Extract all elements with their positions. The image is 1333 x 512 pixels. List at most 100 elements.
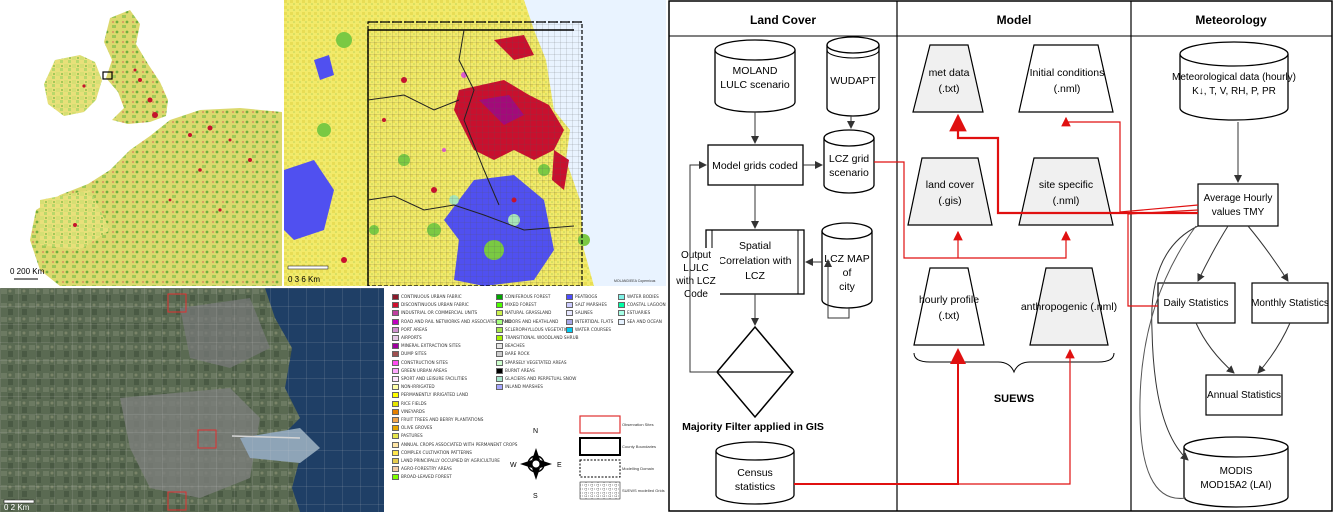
legend-label: PORT AREAS	[401, 326, 428, 332]
svg-text:(.gis): (.gis)	[938, 195, 961, 207]
legend-label: WATER COURSES	[575, 326, 612, 332]
legend-item: PORT AREAS	[392, 326, 428, 333]
legend-label: WATER BODIES	[627, 294, 659, 299]
legend-item: MINERAL EXTRACTION SITES	[392, 343, 461, 350]
legend-item: COMPLEX CULTIVATION PATTERNS	[392, 449, 472, 456]
legend-item: BURNT AREAS	[496, 367, 535, 374]
legend-swatch	[496, 335, 503, 341]
legend-swatch	[566, 310, 573, 317]
legend-swatch	[496, 318, 503, 325]
legend-label: AIRPORTS	[401, 335, 422, 340]
legend-item: SEA AND OCEAN	[618, 318, 662, 325]
legend-swatch	[392, 441, 399, 448]
legend-item: BARE ROCK	[496, 351, 530, 358]
legend-swatch	[496, 376, 503, 382]
compass-e: E	[557, 462, 562, 469]
header-land-cover: Land Cover	[750, 13, 816, 27]
legend-swatch	[392, 458, 399, 464]
anthropogenic-node: anthropogenic (.nml)	[1021, 267, 1117, 346]
legend-label: FRUIT TREES AND BERRY PLANTATIONS	[401, 417, 484, 422]
key-modelling-domain: Modelling Domain	[622, 466, 654, 471]
legend-label: COASTAL LAGOONS	[627, 302, 666, 308]
legend-label: OLIVE GROVES	[401, 425, 433, 431]
svg-text:statistics: statistics	[735, 481, 775, 493]
legend-swatch	[392, 417, 399, 423]
legend-item: AGRO-FORESTRY AREAS	[392, 466, 452, 473]
legend-swatch	[496, 310, 503, 317]
average-hourly-node: Average Hourly values TMY	[1197, 183, 1279, 227]
legend-item: BEACHES	[496, 343, 525, 350]
legend-item: NATURAL GRASSLAND	[496, 310, 552, 317]
legend-item: INTERTIDAL FLATS	[566, 318, 613, 325]
legend-label: SCLEROPHYLLOUS VEGETATION	[505, 326, 572, 332]
legend-swatch	[618, 310, 625, 317]
legend-label: SEA AND OCEAN	[627, 318, 662, 324]
meteorology-arrows	[1139, 122, 1291, 499]
legend-swatch	[496, 384, 503, 391]
svg-text:(.nml): (.nml)	[1054, 83, 1081, 95]
legend-label: SPARSELY VEGETATED AREAS	[505, 359, 567, 365]
svg-text:Initial conditions: Initial conditions	[1030, 67, 1105, 79]
legend-label: DUMP SITES	[401, 351, 427, 357]
legend-item: MIXED FOREST	[496, 302, 537, 309]
legend-item: INDUSTRIAL OR COMMERCIAL UNITS	[392, 310, 477, 317]
svg-text:anthropogenic (.nml): anthropogenic (.nml)	[1021, 301, 1117, 313]
svg-text:Average Hourly: Average Hourly	[1204, 193, 1273, 204]
legend-label: MIXED FOREST	[505, 302, 537, 308]
legend-item: RICE FIELDS	[392, 400, 427, 407]
header-meteorology: Meteorology	[1195, 13, 1267, 27]
key-county-boundaries: County Boundaries	[622, 444, 656, 449]
legend-item: SPORT AND LEISURE FACILITIES	[392, 376, 467, 382]
legend-label: VINEYARDS	[401, 408, 425, 414]
legend-swatch	[496, 351, 503, 358]
annual-statistics-node: Annual Statistics	[1205, 374, 1283, 416]
legend-item: SCLEROPHYLLOUS VEGETATION	[496, 326, 572, 333]
svg-text:MOD15A2 (LAI): MOD15A2 (LAI)	[1200, 480, 1271, 491]
legend-item: SALINES	[566, 310, 593, 317]
legend-swatch	[392, 359, 399, 366]
legend-label: DISCONTINUOUS URBAN FABRIC	[401, 302, 469, 308]
svg-text:(.nml): (.nml)	[1053, 195, 1080, 207]
dublin-scale-label: 0 3 6 Km	[288, 275, 320, 284]
legend-swatch	[392, 294, 399, 300]
legend-item: INLAND MARSHES	[496, 384, 543, 391]
svg-text:scenario: scenario	[829, 167, 869, 179]
legend-item: AIRPORTS	[392, 335, 422, 341]
legend-label: BEACHES	[505, 343, 525, 349]
europe-land-cover-map: 0 200 Km	[0, 0, 282, 286]
dublin-land-cover-map: 0 3 6 Km MOLAND/EEA Copernicus	[284, 0, 666, 286]
legend-item: PEATBOGS	[566, 294, 597, 300]
legend-label: CONSTRUCTION SITES	[401, 359, 448, 365]
legend-swatch	[392, 400, 399, 407]
legend-item: PASTURES	[392, 433, 423, 440]
legend-item: COASTAL LAGOONS	[618, 302, 666, 309]
legend-label: PEATBOGS	[575, 294, 598, 299]
legend-swatch	[392, 376, 399, 382]
majority-filter-node: Majority Filter applied in GIS	[682, 325, 824, 433]
legend-label: LAND PRINCIPALLY OCCUPIED BY AGRICULTURE	[401, 458, 500, 463]
daily-statistics-node: Daily Statistics	[1157, 282, 1236, 324]
legend-label: COMPLEX CULTIVATION PATTERNS	[401, 449, 472, 455]
legend-label: INLAND MARSHES	[505, 384, 543, 390]
compass-s: S	[533, 493, 538, 500]
modis-node: MODIS MOD15A2 (LAI)	[1183, 436, 1289, 508]
legend-swatch	[496, 294, 503, 300]
legend-item: PERMANENTLY IRRIGATED LAND	[392, 392, 468, 399]
legend-label: ROAD AND RAIL NETWORKS AND ASSOCIATED LA…	[401, 318, 512, 324]
suews-brace: SUEWS	[913, 352, 1115, 405]
svg-text:city: city	[839, 281, 856, 293]
legend-swatch	[618, 294, 625, 300]
legend-swatch	[566, 326, 573, 333]
legend-label: NATURAL GRASSLAND	[505, 310, 552, 316]
meteorological-data-node: Meteorological data (hourly) K↓, T, V, R…	[1172, 41, 1296, 121]
legend-item: NON-IRRIGATED	[392, 384, 435, 391]
europe-scale-label: 0 200 Km	[10, 267, 45, 276]
hourly-profile-node: hourly profile (.txt)	[913, 267, 985, 346]
legend-item: DISCONTINUOUS URBAN FABRIC	[392, 302, 469, 309]
legend-swatch	[392, 302, 399, 309]
legend-label: TRANSITIONAL WOODLAND SHRUB	[505, 335, 579, 340]
legend-label: NON-IRRIGATED	[401, 384, 435, 390]
svg-text:Model grids coded: Model grids coded	[712, 160, 798, 172]
lcz-grid-scenario-node: LCZ grid scenario	[823, 129, 875, 194]
